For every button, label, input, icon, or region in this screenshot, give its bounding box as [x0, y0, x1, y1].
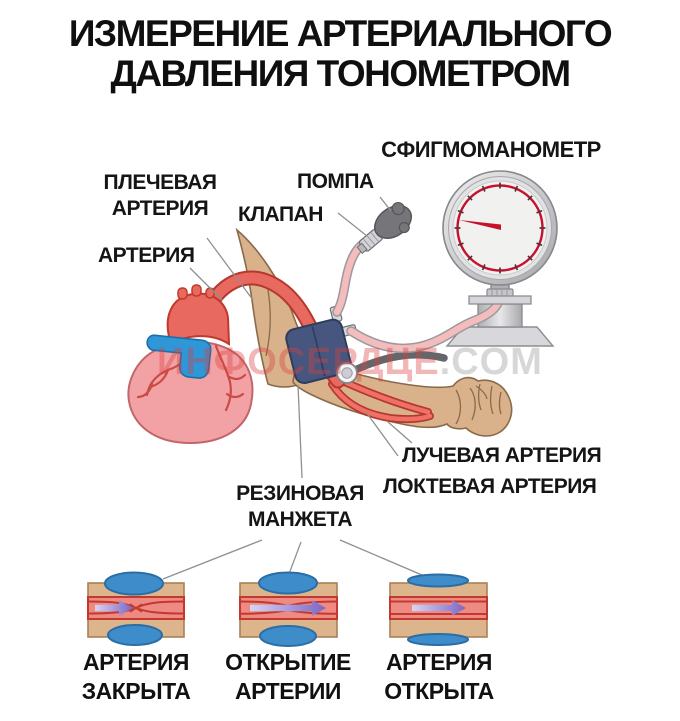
leader-lines — [162, 196, 430, 580]
stethoscope — [351, 351, 448, 374]
caption-artery-open: АРТЕРИЯ ОТКРЫТА — [359, 648, 519, 706]
leader-radial — [387, 421, 413, 444]
stand-bracket — [468, 295, 532, 305]
heart-body — [127, 340, 254, 445]
page-title: ИЗМЕРЕНИЕ АРТЕРИАЛЬНОГО ДАВЛЕНИЯ ТОНОМЕТ… — [0, 14, 680, 94]
tube-to-gauge — [346, 298, 503, 354]
title-line-2: ДАВЛЕНИЯ ТОНОМЕТРОМ — [110, 53, 571, 94]
label-artery: АРТЕРИЯ — [98, 244, 195, 267]
thumb-line — [475, 385, 488, 400]
pulmonary-vessel — [146, 334, 212, 379]
caption-line: ЗАКРЫТА — [81, 678, 191, 704]
stethoscope-chestpiece — [336, 362, 358, 384]
gauge-needle — [459, 220, 501, 230]
pump-bulb — [356, 201, 412, 255]
caption-artery-opening: ОТКРЫТИЕ АРТЕРИИ — [208, 648, 368, 706]
label-valve: КЛАПАН — [238, 203, 323, 226]
label-brachial-line2: АРТЕРИЯ — [111, 197, 209, 220]
stage-diagram-opening — [239, 571, 338, 647]
gauge-ticks — [454, 182, 546, 274]
cuff-pad — [407, 633, 469, 646]
aorta — [166, 292, 231, 346]
leader-artery — [189, 267, 223, 301]
title-line-1: ИЗМЕРЕНИЕ АРТЕРИАЛЬНОГО — [68, 13, 613, 54]
heart-illustration — [127, 284, 254, 445]
cuff-pad — [407, 573, 469, 588]
leader-brachial — [206, 237, 254, 301]
label-sphygmomanometer: СФИГМОМАНОМЕТР — [381, 137, 601, 162]
label-cuff-line2: МАНЖЕТА — [248, 508, 352, 531]
stage-diagram-open — [389, 573, 488, 646]
leader-stage-2 — [288, 541, 302, 575]
cuff-pad — [258, 571, 318, 595]
label-rubber-cuff: РЕЗИНОВАЯ МАНЖЕТА — [220, 481, 380, 533]
label-brachial-artery: ПЛЕЧЕВАЯ АРТЕРИЯ — [80, 170, 240, 222]
gauge — [442, 170, 558, 305]
cuff-pad — [107, 624, 163, 646]
leader-pump — [379, 196, 392, 212]
coronary-arteries — [136, 342, 247, 412]
stage-diagram-closed — [87, 571, 185, 646]
leader-valve — [337, 212, 368, 237]
cuff-pad — [259, 625, 317, 647]
caption-line: АРТЕРИЯ — [83, 649, 189, 675]
label-ulnar-artery: ЛОКТЕВАЯ АРТЕРИЯ — [383, 475, 597, 498]
finger-line — [477, 383, 482, 411]
flow-arrow — [412, 600, 466, 616]
label-radial-artery: ЛУЧЕВАЯ АРТЕРИЯ — [402, 444, 602, 467]
label-brachial-line1: ПЛЕЧЕВАЯ — [103, 171, 217, 194]
finger-line — [489, 385, 494, 415]
knuckle-line — [469, 387, 476, 421]
leader-stage-3 — [339, 539, 430, 579]
caption-line: ОТКРЫТИЕ — [225, 649, 351, 675]
caption-line: ОТКРЫТА — [384, 678, 494, 704]
flow-arrow — [95, 600, 133, 616]
leader-stage-1 — [162, 539, 263, 580]
leader-ulnar — [365, 411, 399, 457]
finger-line — [498, 391, 502, 415]
label-cuff-line1: РЕЗИНОВАЯ — [236, 482, 364, 505]
leader-cuff — [297, 384, 303, 479]
ulnar-artery-line — [329, 381, 433, 422]
caption-line: АРТЕРИЯ — [386, 649, 492, 675]
cuff-pad — [104, 571, 164, 596]
palm-crease — [455, 389, 462, 425]
caption-line: АРТЕРИИ — [235, 678, 341, 704]
caption-artery-closed: АРТЕРИЯ ЗАКРЫТА — [56, 648, 216, 706]
flow-arrow — [250, 600, 326, 616]
label-pump: ПОМПА — [297, 170, 374, 193]
